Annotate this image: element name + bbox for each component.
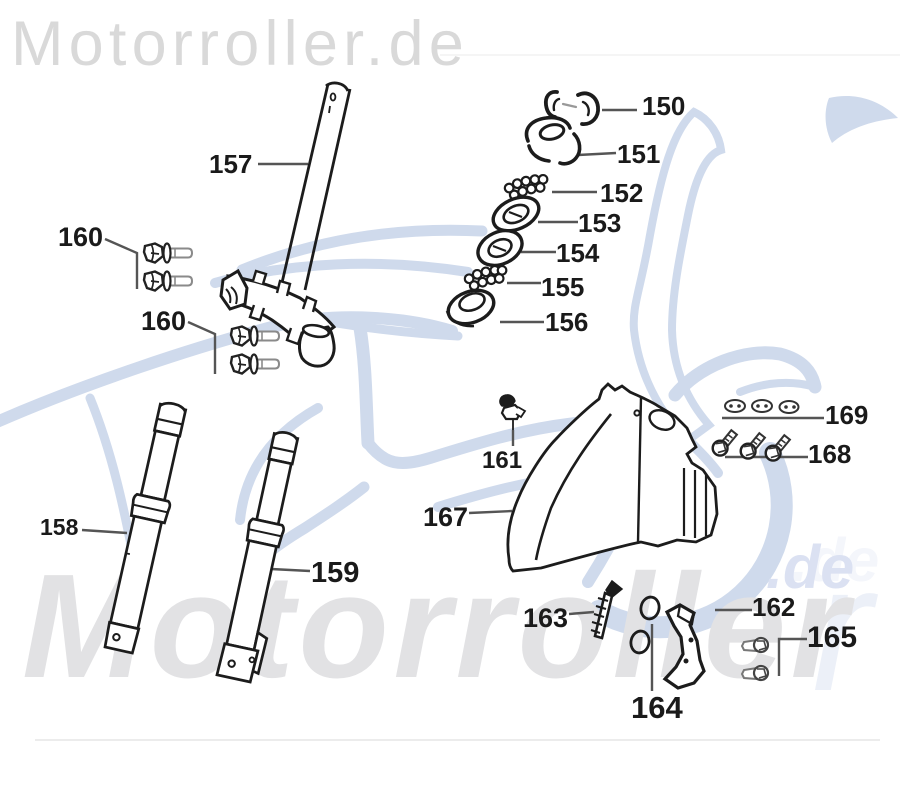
svg-text:159: 159 — [311, 557, 359, 589]
svg-text:162: 162 — [752, 592, 795, 622]
svg-text:169: 169 — [825, 400, 868, 430]
svg-text:163: 163 — [523, 603, 568, 633]
svg-text:160: 160 — [141, 306, 186, 336]
svg-text:157: 157 — [209, 149, 252, 179]
svg-text:.de: .de — [766, 533, 854, 601]
svg-text:Motorroller.de: Motorroller.de — [11, 9, 469, 79]
svg-text:155: 155 — [541, 272, 584, 302]
svg-text:151: 151 — [617, 139, 660, 169]
svg-text:160: 160 — [58, 222, 103, 252]
svg-text:154: 154 — [556, 238, 600, 268]
svg-text:168: 168 — [808, 439, 851, 469]
svg-text:r: r — [812, 528, 878, 729]
svg-text:164: 164 — [631, 690, 683, 725]
svg-text:.de: .de — [791, 526, 879, 594]
svg-text:158: 158 — [40, 514, 79, 540]
svg-text:165: 165 — [807, 621, 857, 654]
svg-text:150: 150 — [642, 91, 685, 121]
svg-text:153: 153 — [578, 208, 621, 238]
svg-text:161: 161 — [482, 447, 522, 474]
svg-text:156: 156 — [545, 307, 588, 337]
svg-text:Motorroller: Motorroller — [22, 544, 856, 709]
svg-text:167: 167 — [423, 502, 468, 532]
svg-text:152: 152 — [600, 178, 643, 208]
